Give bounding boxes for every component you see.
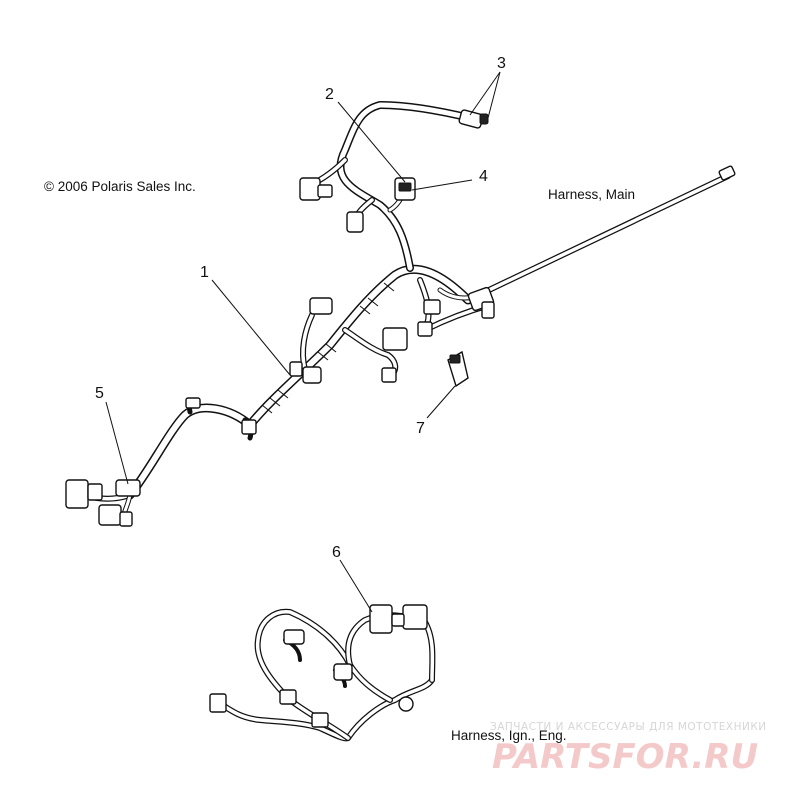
callout-6: 6 [332,544,341,561]
callout-1: 1 [200,264,209,281]
ignition-harness[interactable] [209,604,436,742]
main-harness[interactable] [65,101,736,527]
callout-7: 7 [416,420,425,437]
callout-2: 2 [325,86,334,103]
callout-3: 3 [497,55,506,72]
callout-4: 4 [479,168,488,185]
watermark-logo: PARTSFOR.RU [492,737,758,777]
caption-ignition-harness: Harness, Ign., Eng. [451,728,567,743]
copyright-text: © 2006 Polaris Sales Inc. [44,179,196,194]
leader-lines [105,71,501,613]
callout-5: 5 [95,385,104,402]
caption-main-harness: Harness, Main [548,187,635,202]
watermark-tagline: ЗАПЧАСТИ И АКСЕССУАРЫ ДЛЯ МОТОТЕХНИКИ [490,721,767,733]
part-7-connector[interactable] [447,350,469,388]
